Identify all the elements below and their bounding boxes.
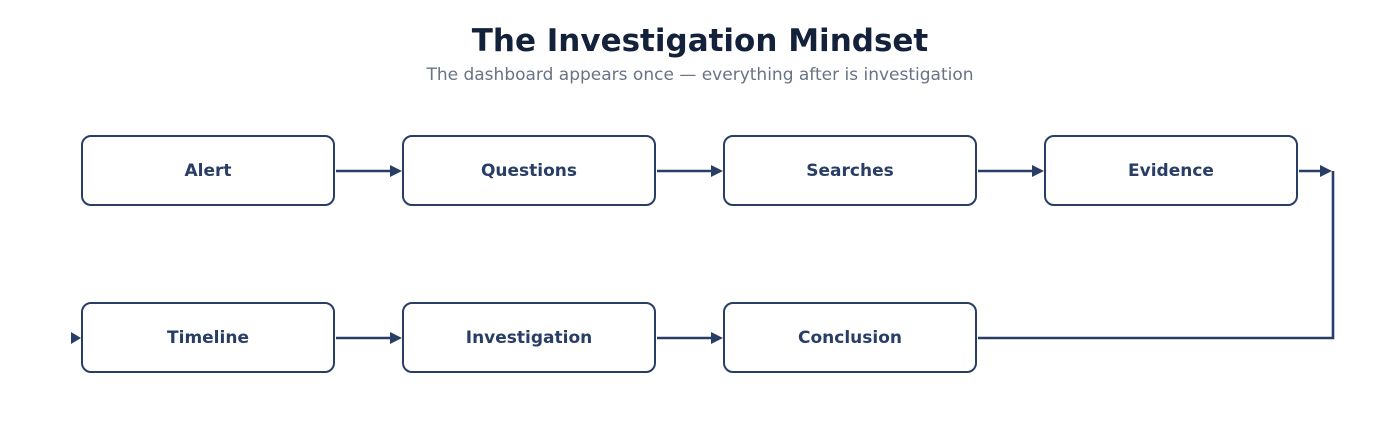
step-searches: Searches bbox=[723, 135, 977, 206]
step-alert: Alert bbox=[81, 135, 335, 206]
step-timeline: Timeline bbox=[81, 302, 335, 373]
step-conclusion: Conclusion bbox=[723, 302, 977, 373]
arrowhead-alert-to-questions bbox=[390, 165, 402, 177]
arrowhead-evidence-exit bbox=[1320, 165, 1332, 177]
page-title: The Investigation Mindset bbox=[471, 23, 929, 59]
arrowhead-into-timeline bbox=[71, 332, 81, 344]
arrowhead-investigation-to-conclusion bbox=[711, 332, 723, 344]
page-subtitle: The dashboard appears once — everything … bbox=[426, 65, 974, 85]
arrowhead-questions-to-searches bbox=[711, 165, 723, 177]
arrowhead-searches-to-evidence bbox=[1032, 165, 1044, 177]
arrow-conclusion-to-evidence bbox=[978, 171, 1335, 340]
step-investigation: Investigation bbox=[402, 302, 656, 373]
arrowhead-timeline-to-investigation bbox=[390, 332, 402, 344]
step-questions: Questions bbox=[402, 135, 656, 206]
step-evidence: Evidence bbox=[1044, 135, 1298, 206]
